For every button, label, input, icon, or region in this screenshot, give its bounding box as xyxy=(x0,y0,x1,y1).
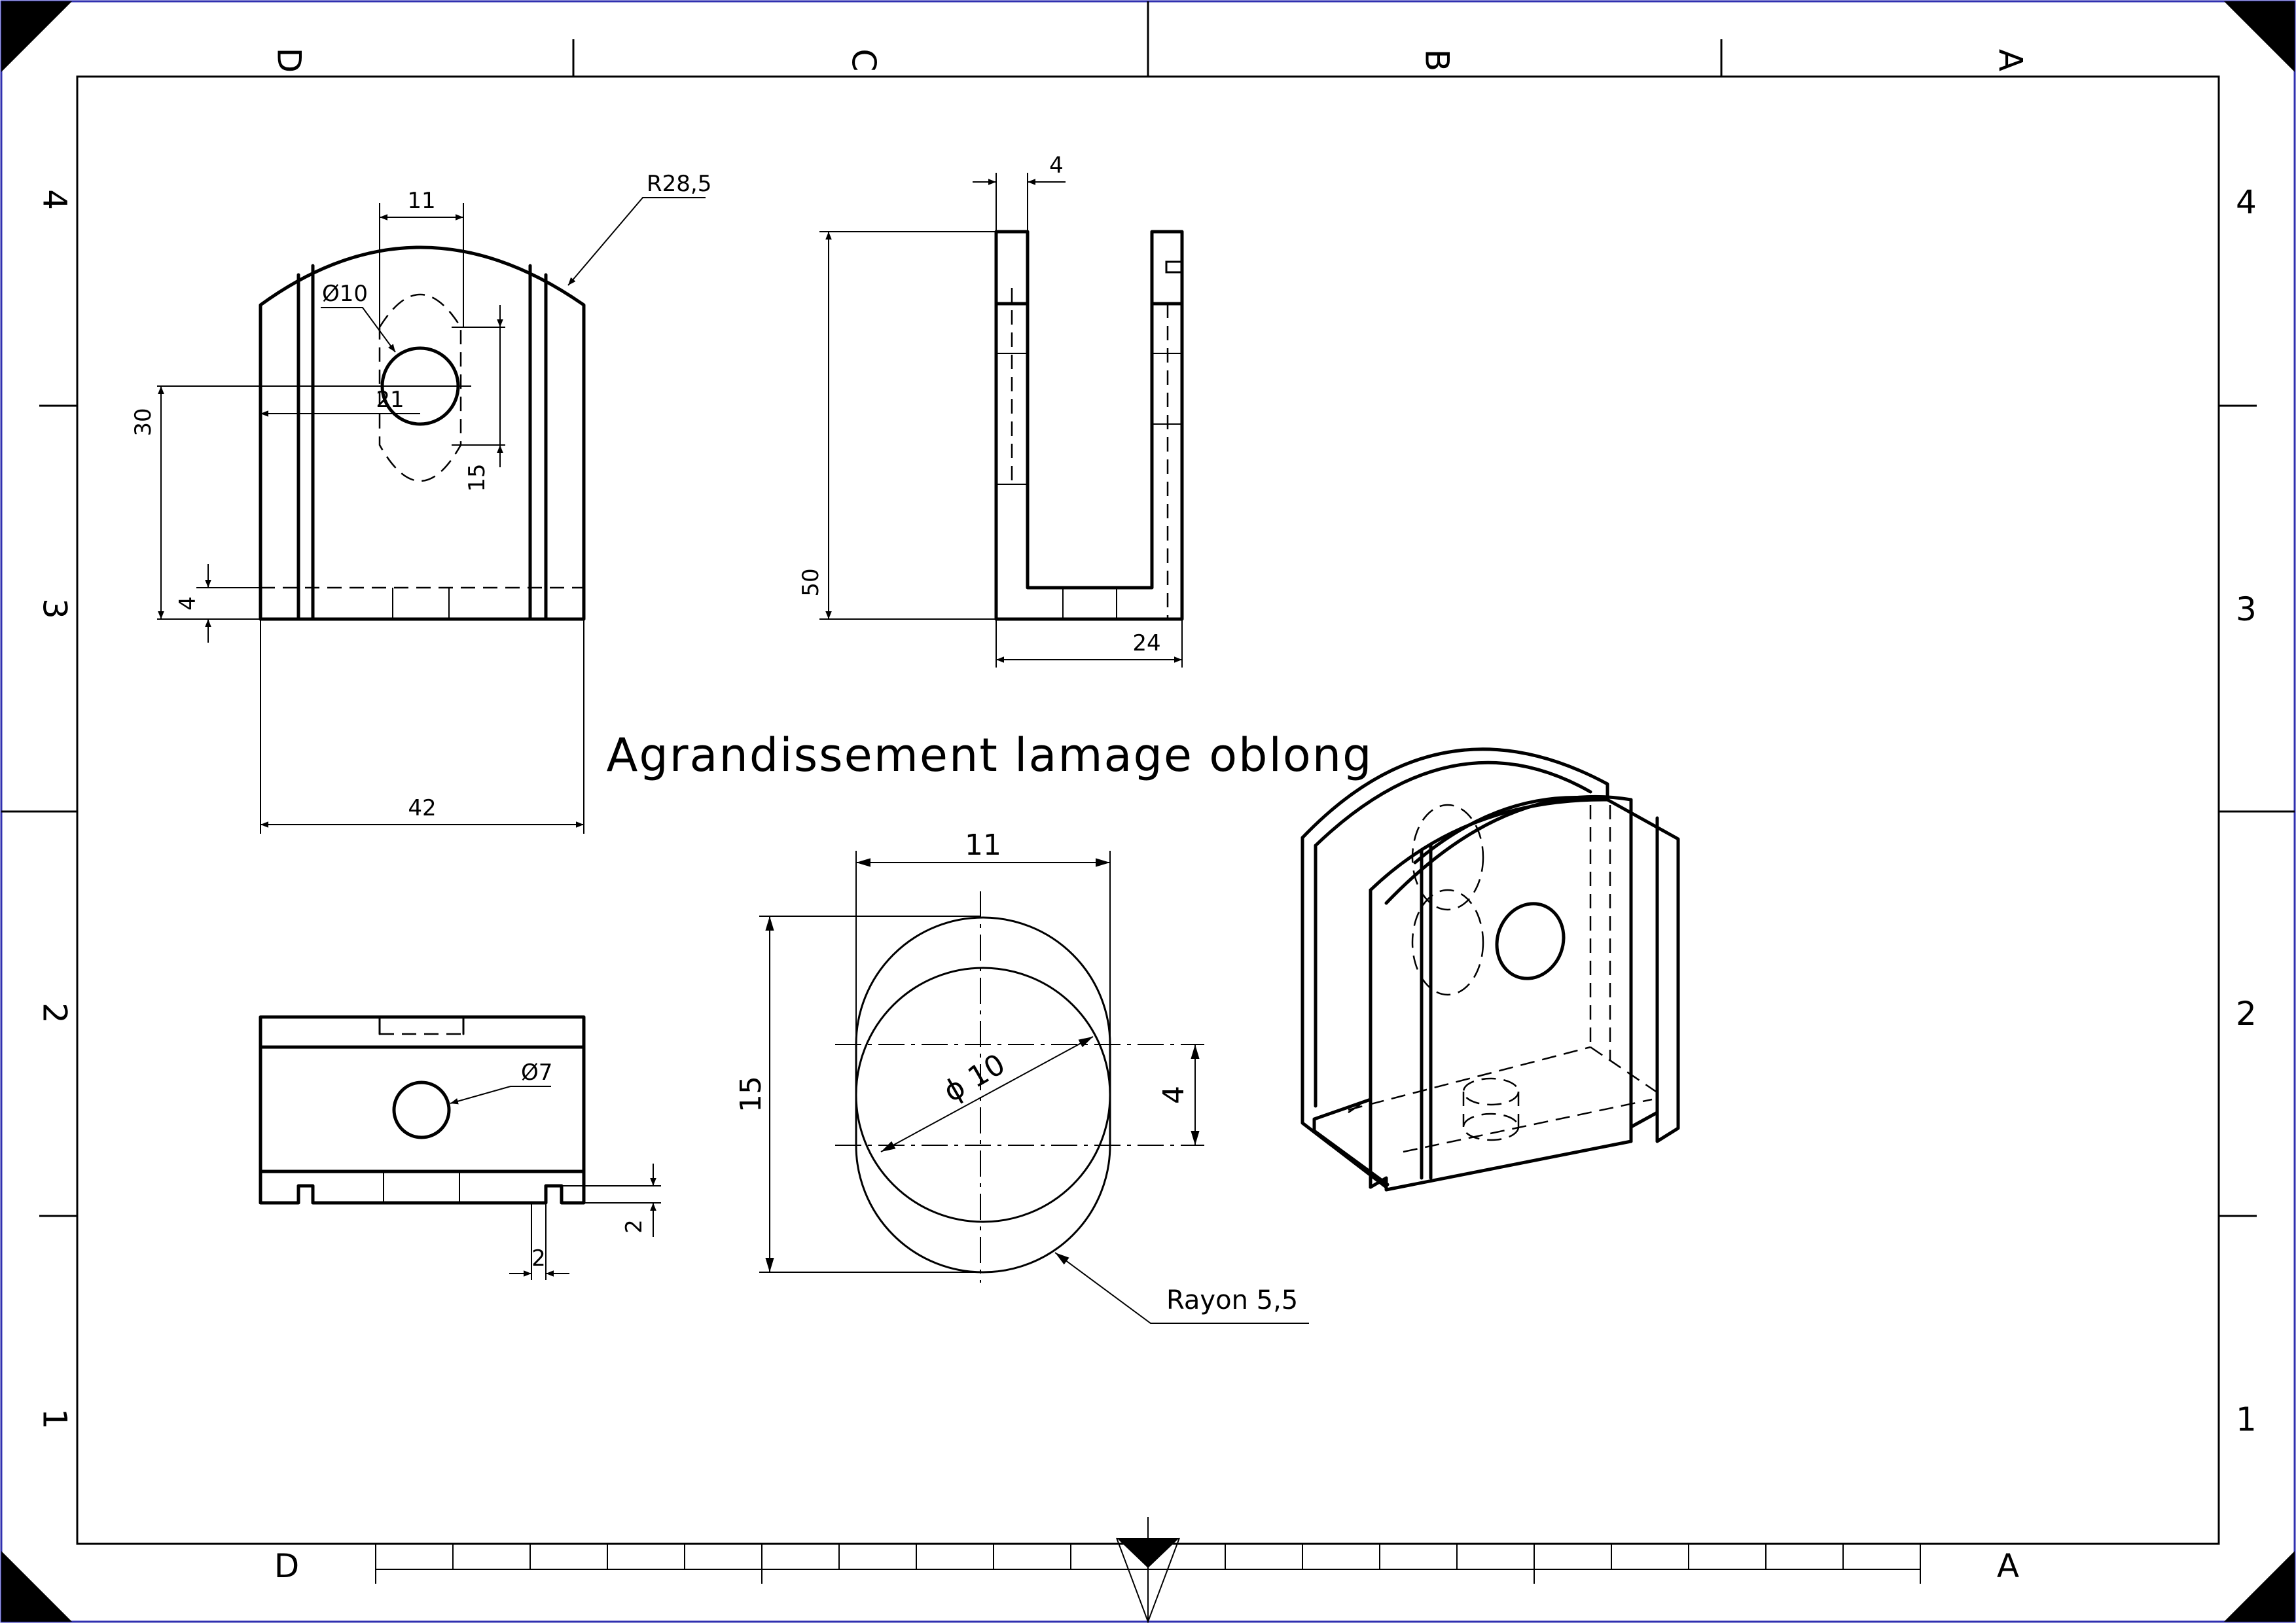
dim-front-slot-width: 11 xyxy=(407,188,435,214)
dim-side-width: 24 xyxy=(1132,630,1160,656)
zone-row-left: 3 xyxy=(36,598,74,619)
dim-side-wall: 4 xyxy=(1049,152,1064,179)
corner-mark-tl xyxy=(1,1,72,72)
corner-mark-tr xyxy=(2224,1,2295,72)
zone-col-top: C xyxy=(845,49,883,72)
zone-col-top: D xyxy=(270,48,308,73)
dim-front-base: 4 xyxy=(175,596,201,611)
dim-front-offset: 21 xyxy=(376,387,404,413)
bottom-view: Ø7 2 2 xyxy=(259,1015,661,1280)
isometric-view xyxy=(1300,747,1680,1192)
detail-title: Agrandissement lamage oblong xyxy=(606,728,1372,782)
dim-detail-width: 11 xyxy=(965,829,1001,862)
dim-detail-diameter: ϕ 10 xyxy=(938,1048,1011,1109)
front-view: 11 15 30 21 4 42 Ø10 R28,5 xyxy=(130,171,711,834)
zone-row-right: 3 xyxy=(2236,590,2257,628)
zone-col-top: A xyxy=(1992,49,2030,71)
dim-front-slot-length: 15 xyxy=(464,463,490,491)
dim-bottom-notch-height: 2 xyxy=(621,1219,647,1234)
zone-row-right: 4 xyxy=(2236,183,2257,221)
zone-labels: D C B A D A 4 3 2 1 4 3 2 1 xyxy=(36,48,2257,1585)
zone-row-left: 1 xyxy=(36,1408,74,1429)
dim-bottom-notch-width: 2 xyxy=(531,1245,546,1272)
zone-row-left: 2 xyxy=(36,1003,74,1024)
centering-mark-icon xyxy=(1116,1517,1180,1623)
zone-row-left: 4 xyxy=(36,189,74,210)
corner-mark-br xyxy=(2224,1551,2295,1622)
zone-col-top: B xyxy=(1418,49,1456,71)
zone-row-right: 2 xyxy=(2236,995,2257,1033)
zone-col-bottom: D xyxy=(274,1547,300,1585)
dim-detail-height: 15 xyxy=(734,1076,768,1113)
iso-hole xyxy=(1495,902,1566,980)
side-view: 50 24 4 xyxy=(798,152,1184,668)
dim-bottom-hole-diameter: Ø7 xyxy=(521,1060,552,1086)
dim-front-radius: R28,5 xyxy=(647,171,711,197)
dim-front-height: 30 xyxy=(130,408,156,436)
dim-front-hole-diameter: Ø10 xyxy=(322,281,368,307)
dim-front-width: 42 xyxy=(408,795,436,821)
bottom-hole xyxy=(392,1080,451,1139)
zone-col-bottom: A xyxy=(1997,1547,2019,1585)
dim-side-height: 50 xyxy=(798,568,824,596)
zone-row-right: 1 xyxy=(2236,1400,2257,1438)
dim-detail-radius: Rayon 5,5 xyxy=(1166,1285,1298,1315)
corner-mark-bl xyxy=(1,1551,72,1622)
oblong-counterbore-detail: ϕ 10 11 15 4 Rayon 5,5 xyxy=(734,829,1309,1324)
dim-detail-offset: 4 xyxy=(1157,1086,1191,1104)
